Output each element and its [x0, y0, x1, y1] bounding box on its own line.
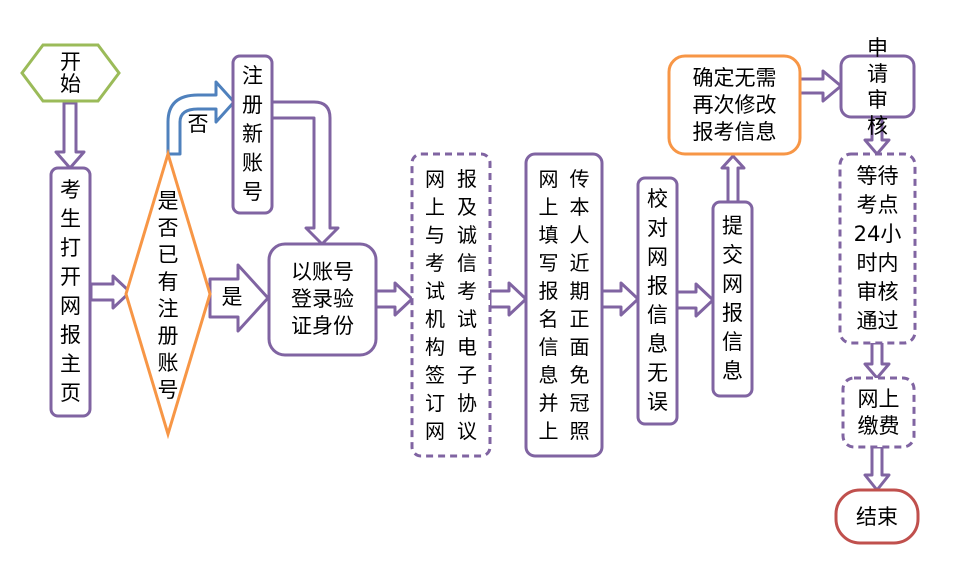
- arrow-apply-to-wait: [863, 115, 891, 156]
- arrow-login-to-agreement: [374, 281, 414, 317]
- arrow-wait-to-pay: [863, 341, 891, 380]
- arrow-homepage-to-decision: [89, 274, 132, 310]
- end-node: [834, 488, 920, 545]
- arrow-register-to-login: [270, 100, 340, 246]
- apply-review-node: [839, 54, 916, 119]
- submit-info-node: [711, 200, 754, 398]
- login-verify-node: [267, 242, 378, 357]
- arrow-agreement-to-fill: [488, 281, 528, 317]
- sign-agreement-node: [410, 152, 492, 458]
- arrow-submit-to-confirm: [720, 154, 746, 204]
- fill-info-node: [524, 152, 604, 458]
- arrow-confirm-to-apply: [798, 69, 843, 103]
- wait-review-node: [838, 152, 917, 345]
- arrow-start-to-homepage: [54, 101, 86, 170]
- arrow-no-to-register: [166, 80, 236, 156]
- pay-online-node: [841, 376, 916, 449]
- start-node: [20, 43, 121, 103]
- confirm-no-change-node: [667, 54, 802, 156]
- register-account-node: [231, 54, 274, 215]
- arrow-verify-to-submit: [675, 282, 715, 318]
- arrow-yes-to-login: [208, 263, 270, 333]
- open-homepage-node: [49, 166, 92, 418]
- arrow-fill-to-verify: [600, 281, 640, 317]
- arrow-pay-to-end: [863, 445, 891, 492]
- verify-info-node: [636, 176, 679, 426]
- decision-has-account: [124, 148, 212, 440]
